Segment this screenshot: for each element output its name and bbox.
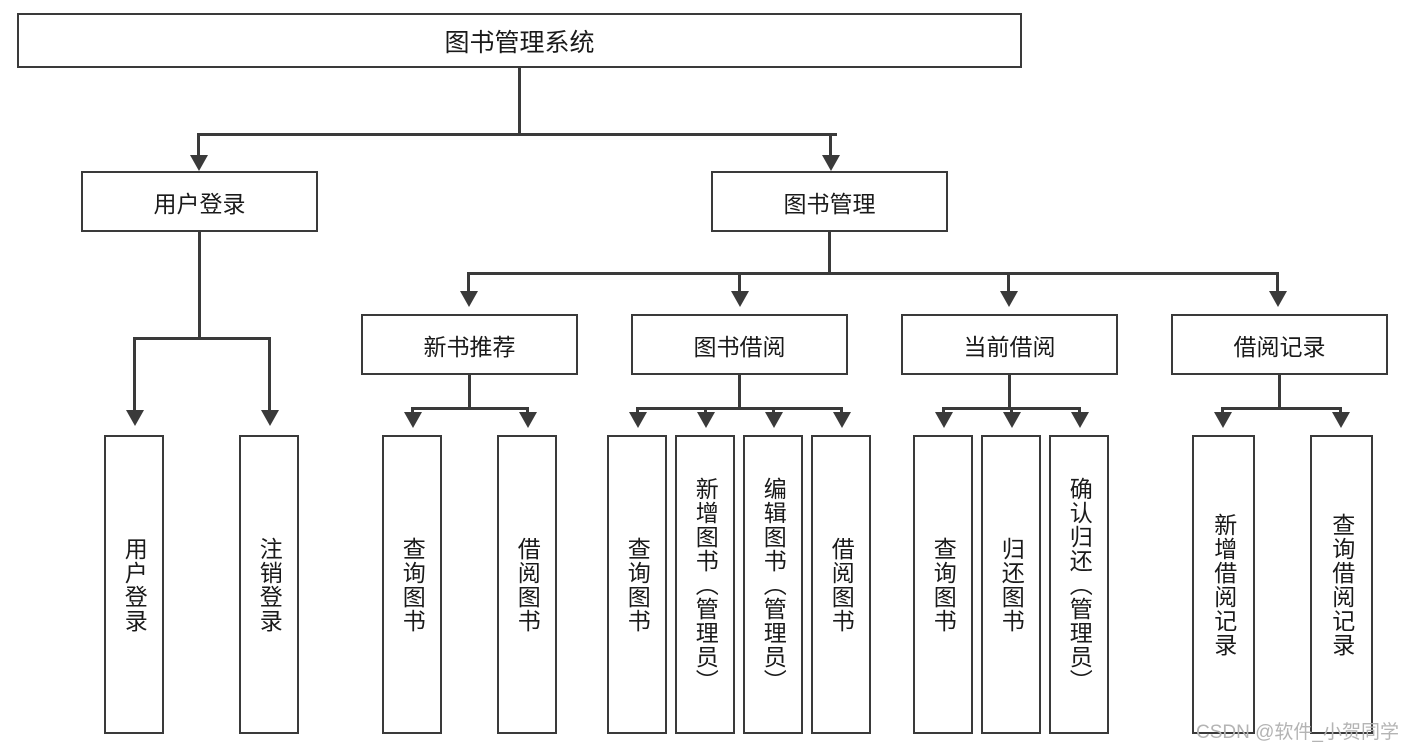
arrowhead-newbook-to-leaf2 xyxy=(519,412,537,428)
connector-newbook-bus xyxy=(411,407,529,410)
connector-current-to-leaf3 xyxy=(1078,407,1081,415)
node-label: 归还图书 xyxy=(998,536,1025,633)
node-label: 借阅记录 xyxy=(1233,333,1326,360)
node-label: 图书管理 xyxy=(783,190,876,217)
arrowhead-current-to-leaf3 xyxy=(1071,412,1089,428)
node-book-borrow[interactable]: 图书借阅 xyxy=(631,314,848,375)
arrowhead-current-to-leaf1 xyxy=(935,412,953,428)
connector-current-stem xyxy=(1008,375,1011,410)
node-label: 图书借阅 xyxy=(693,333,786,360)
arrowhead-newbook-to-leaf1 xyxy=(404,412,422,428)
connector-current-to-leaf1 xyxy=(942,407,945,415)
leaf-query-book-borrow[interactable]: 查询图书 xyxy=(607,435,667,734)
connector-records-stem xyxy=(1278,375,1281,410)
node-label: 借阅图书 xyxy=(514,536,541,633)
node-label: 编辑图书（管理员） xyxy=(760,476,787,693)
connector-bookmgmt-stem xyxy=(828,232,831,274)
leaf-query-borrow-record[interactable]: 查询借阅记录 xyxy=(1310,435,1373,734)
node-label: 查询图书 xyxy=(930,536,957,633)
arrowhead-root-to-login xyxy=(190,155,208,171)
connector-borrow-to-leaf2 xyxy=(704,407,707,415)
connector-login-to-leaf2 xyxy=(268,337,271,412)
node-label: 当前借阅 xyxy=(963,333,1056,360)
connector-login-to-leaf1 xyxy=(133,337,136,412)
node-book-management[interactable]: 图书管理 xyxy=(711,171,948,232)
arrowhead-bookmgmt-to-current xyxy=(1000,291,1018,307)
node-label: 新增借阅记录 xyxy=(1210,512,1237,657)
connector-borrow-to-leaf3 xyxy=(772,407,775,415)
arrowhead-borrow-to-leaf4 xyxy=(833,412,851,428)
node-label: 查询图书 xyxy=(624,536,651,633)
node-borrow-records[interactable]: 借阅记录 xyxy=(1171,314,1388,375)
connector-borrow-stem xyxy=(738,375,741,410)
arrowhead-borrow-to-leaf2 xyxy=(697,412,715,428)
leaf-borrow-book[interactable]: 借阅图书 xyxy=(811,435,871,734)
node-label: 新书推荐 xyxy=(423,333,516,360)
connector-bookmgmt-to-newbook xyxy=(467,272,470,294)
node-root-system[interactable]: 图书管理系统 xyxy=(17,13,1022,68)
connector-login-bus xyxy=(133,337,271,340)
connector-records-to-leaf1 xyxy=(1221,407,1224,415)
leaf-user-login[interactable]: 用户登录 xyxy=(104,435,164,734)
arrowhead-login-to-leaf1 xyxy=(126,410,144,426)
node-label: 确认归还（管理员） xyxy=(1066,476,1093,693)
arrowhead-login-to-leaf2 xyxy=(261,410,279,426)
leaf-edit-book-admin[interactable]: 编辑图书（管理员） xyxy=(743,435,803,734)
connector-root-stem xyxy=(518,68,521,135)
node-label: 查询图书 xyxy=(399,536,426,633)
arrowhead-records-to-leaf1 xyxy=(1214,412,1232,428)
leaf-return-book[interactable]: 归还图书 xyxy=(981,435,1041,734)
leaf-add-book-admin[interactable]: 新增图书（管理员） xyxy=(675,435,735,734)
connector-bookmgmt-bus xyxy=(467,272,1279,275)
connector-root-bus xyxy=(197,133,837,136)
arrowhead-bookmgmt-to-borrow xyxy=(731,291,749,307)
leaf-confirm-return-admin[interactable]: 确认归还（管理员） xyxy=(1049,435,1109,734)
connector-records-bus xyxy=(1221,407,1342,410)
csdn-watermark: CSDN @软件_小贺同学 xyxy=(1196,722,1399,743)
connector-root-to-login xyxy=(197,133,200,158)
node-label: 用户登录 xyxy=(153,190,246,217)
connector-current-to-leaf2 xyxy=(1010,407,1013,415)
node-label: 查询借阅记录 xyxy=(1328,512,1355,657)
node-label: 借阅图书 xyxy=(828,536,855,633)
arrowhead-bookmgmt-to-records xyxy=(1269,291,1287,307)
connector-bookmgmt-to-current xyxy=(1007,272,1010,294)
connector-newbook-to-leaf1 xyxy=(411,407,414,415)
connector-newbook-to-leaf2 xyxy=(526,407,529,415)
leaf-query-book-current[interactable]: 查询图书 xyxy=(913,435,973,734)
arrowhead-records-to-leaf2 xyxy=(1332,412,1350,428)
node-current-borrow[interactable]: 当前借阅 xyxy=(901,314,1118,375)
arrowhead-borrow-to-leaf3 xyxy=(765,412,783,428)
leaf-logout[interactable]: 注销登录 xyxy=(239,435,299,734)
connector-records-to-leaf2 xyxy=(1339,407,1342,415)
arrowhead-bookmgmt-to-newbook xyxy=(460,291,478,307)
node-new-book-recommend[interactable]: 新书推荐 xyxy=(361,314,578,375)
node-user-login[interactable]: 用户登录 xyxy=(81,171,318,232)
arrowhead-borrow-to-leaf1 xyxy=(629,412,647,428)
node-label: 用户登录 xyxy=(121,536,148,633)
leaf-borrow-book-recommend[interactable]: 借阅图书 xyxy=(497,435,557,734)
node-label: 新增图书（管理员） xyxy=(692,476,719,693)
node-label: 图书管理系统 xyxy=(444,28,595,57)
connector-newbook-stem xyxy=(468,375,471,410)
connector-borrow-to-leaf1 xyxy=(636,407,639,415)
leaf-query-book-recommend[interactable]: 查询图书 xyxy=(382,435,442,734)
connector-bookmgmt-to-borrow xyxy=(738,272,741,294)
connector-bookmgmt-to-records xyxy=(1276,272,1279,294)
connector-borrow-to-leaf4 xyxy=(840,407,843,415)
arrowhead-root-to-bookmgmt xyxy=(822,155,840,171)
node-label: 注销登录 xyxy=(256,536,283,633)
leaf-add-borrow-record[interactable]: 新增借阅记录 xyxy=(1192,435,1255,734)
arrowhead-current-to-leaf2 xyxy=(1003,412,1021,428)
connector-root-to-bookmgmt xyxy=(829,133,832,158)
connector-borrow-bus xyxy=(636,407,843,410)
connector-login-stem xyxy=(198,232,201,340)
